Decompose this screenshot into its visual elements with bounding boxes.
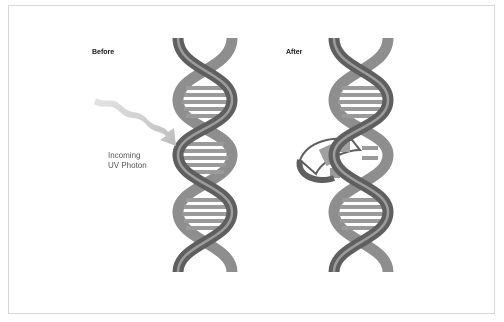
before-base-pairs — [182, 86, 228, 230]
uv-photon — [94, 98, 176, 146]
base-pair — [186, 86, 224, 90]
base-pair — [184, 93, 226, 97]
damaged-base — [362, 156, 378, 160]
photon-arrow — [94, 98, 176, 146]
base-pair — [338, 212, 384, 216]
before-label: Before — [92, 49, 114, 56]
after-helix — [300, 38, 388, 272]
base-pair — [340, 219, 382, 223]
base-pair — [182, 212, 228, 216]
base-pair — [184, 163, 226, 167]
base-pair — [338, 100, 384, 104]
base-pair — [340, 205, 382, 209]
after-label: After — [286, 49, 303, 56]
base-pair — [182, 156, 228, 160]
before-front-strand — [178, 38, 232, 272]
base-pair — [182, 100, 228, 104]
before-helix — [178, 38, 232, 272]
base-pair — [342, 86, 380, 90]
after-front-strand — [334, 38, 388, 272]
base-pair — [184, 205, 226, 209]
base-pair — [340, 107, 382, 111]
base-pair — [184, 219, 226, 223]
base-pair — [184, 149, 226, 153]
photon-label-line1: Incoming — [108, 151, 140, 160]
photon-label-line2: UV Photon — [108, 161, 147, 170]
base-pair — [184, 107, 226, 111]
damaged-base — [362, 146, 378, 150]
base-pair — [340, 93, 382, 97]
